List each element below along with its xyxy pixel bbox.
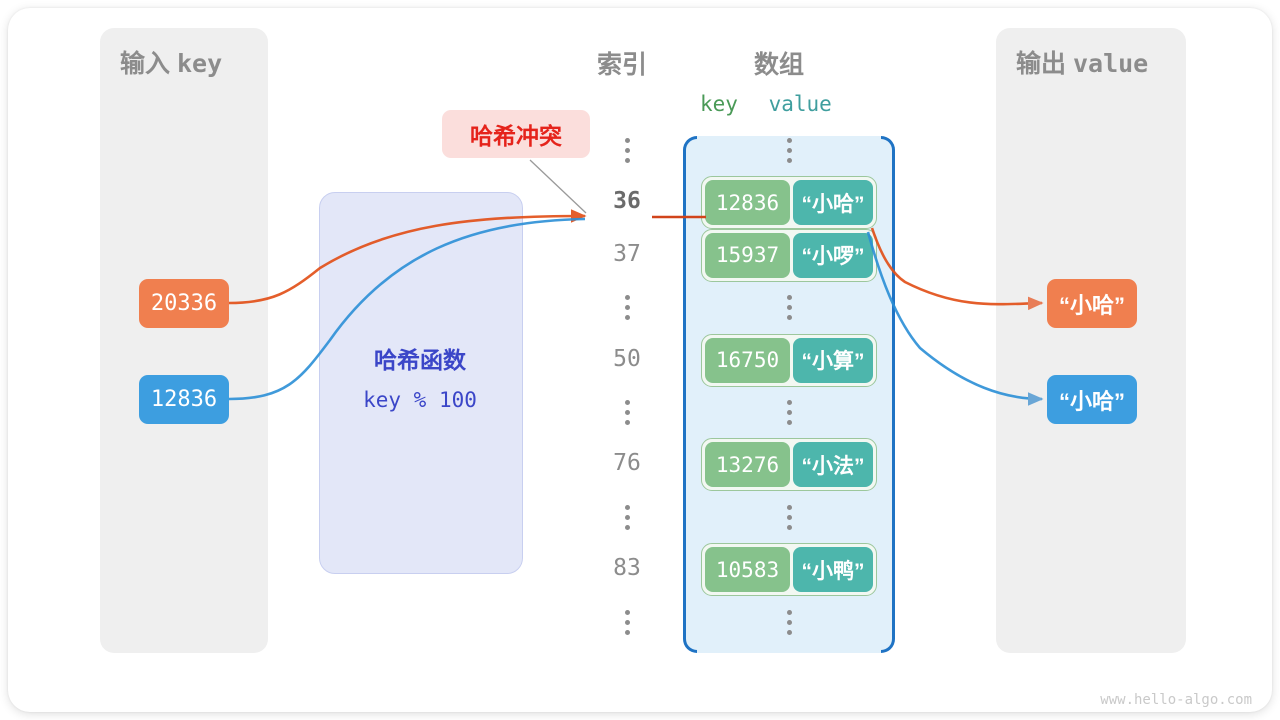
hash-function-box bbox=[319, 192, 523, 574]
input-title-mono: key bbox=[176, 49, 223, 78]
index-label-83: 83 bbox=[613, 555, 641, 582]
entry-value-cell: “小算” bbox=[793, 337, 873, 383]
input-title-cjk: 输入 bbox=[120, 50, 171, 78]
index-label-36: 36 bbox=[613, 188, 641, 215]
entry-value-cell: “小啰” bbox=[793, 232, 873, 278]
array-entry-83: 10583“小鸭” bbox=[701, 543, 877, 597]
hash-function-label: 哈希函数 bbox=[374, 347, 466, 373]
output-title-cjk: 输出 bbox=[1016, 50, 1067, 78]
input-key-20336: 20336 bbox=[139, 279, 229, 328]
array-ellipsis bbox=[779, 504, 799, 530]
entry-key-cell: 12836 bbox=[705, 180, 790, 226]
array-bracket-left bbox=[683, 136, 697, 653]
input-key-12836: 12836 bbox=[139, 375, 229, 424]
output-title-mono: value bbox=[1072, 49, 1149, 78]
key-value-header: key value bbox=[700, 92, 890, 116]
index-ellipsis bbox=[617, 609, 637, 635]
entry-key-cell: 13276 bbox=[705, 442, 790, 488]
entry-key-cell: 10583 bbox=[705, 547, 790, 593]
index-ellipsis bbox=[617, 138, 637, 163]
entry-key-cell: 15937 bbox=[705, 232, 790, 278]
array-entry-76: 13276“小法” bbox=[701, 438, 877, 492]
entry-value-cell: “小哈” bbox=[793, 180, 873, 226]
entry-value-cell: “小法” bbox=[793, 442, 873, 488]
index-ellipsis bbox=[617, 504, 637, 530]
output-value-blue: “小哈” bbox=[1047, 375, 1137, 424]
hash-collision-callout: 哈希冲突 bbox=[442, 110, 590, 158]
index-ellipsis bbox=[617, 295, 637, 321]
index-label-37: 37 bbox=[613, 240, 641, 267]
entry-value-cell: “小鸭” bbox=[793, 547, 873, 593]
index-ellipsis bbox=[617, 400, 637, 425]
array-ellipsis bbox=[779, 609, 799, 635]
value-header-label: value bbox=[768, 92, 832, 116]
array-entry-37: 15937“小啰” bbox=[701, 228, 877, 282]
input-panel bbox=[100, 28, 268, 653]
array-column-heading: 数组 bbox=[754, 51, 805, 79]
index-column-heading: 索引 bbox=[597, 51, 648, 79]
array-entry-36: 12836“小哈” bbox=[701, 176, 877, 230]
array-ellipsis bbox=[779, 295, 799, 321]
entry-key-cell: 16750 bbox=[705, 337, 790, 383]
input-panel-title: 输入 key bbox=[120, 44, 222, 80]
array-ellipsis bbox=[779, 138, 799, 163]
output-panel-title: 输出 value bbox=[1016, 44, 1148, 80]
index-label-50: 50 bbox=[613, 345, 641, 372]
array-bracket-right bbox=[881, 136, 895, 653]
output-value-orange: “小哈” bbox=[1047, 279, 1137, 328]
output-panel bbox=[996, 28, 1186, 653]
index-label-76: 76 bbox=[613, 450, 641, 477]
hash-function-formula: key % 100 bbox=[363, 388, 477, 412]
array-ellipsis bbox=[779, 400, 799, 425]
array-entry-50: 16750“小算” bbox=[701, 333, 877, 387]
watermark: www.hello-algo.com bbox=[1100, 692, 1252, 708]
key-header-label: key bbox=[700, 92, 738, 116]
